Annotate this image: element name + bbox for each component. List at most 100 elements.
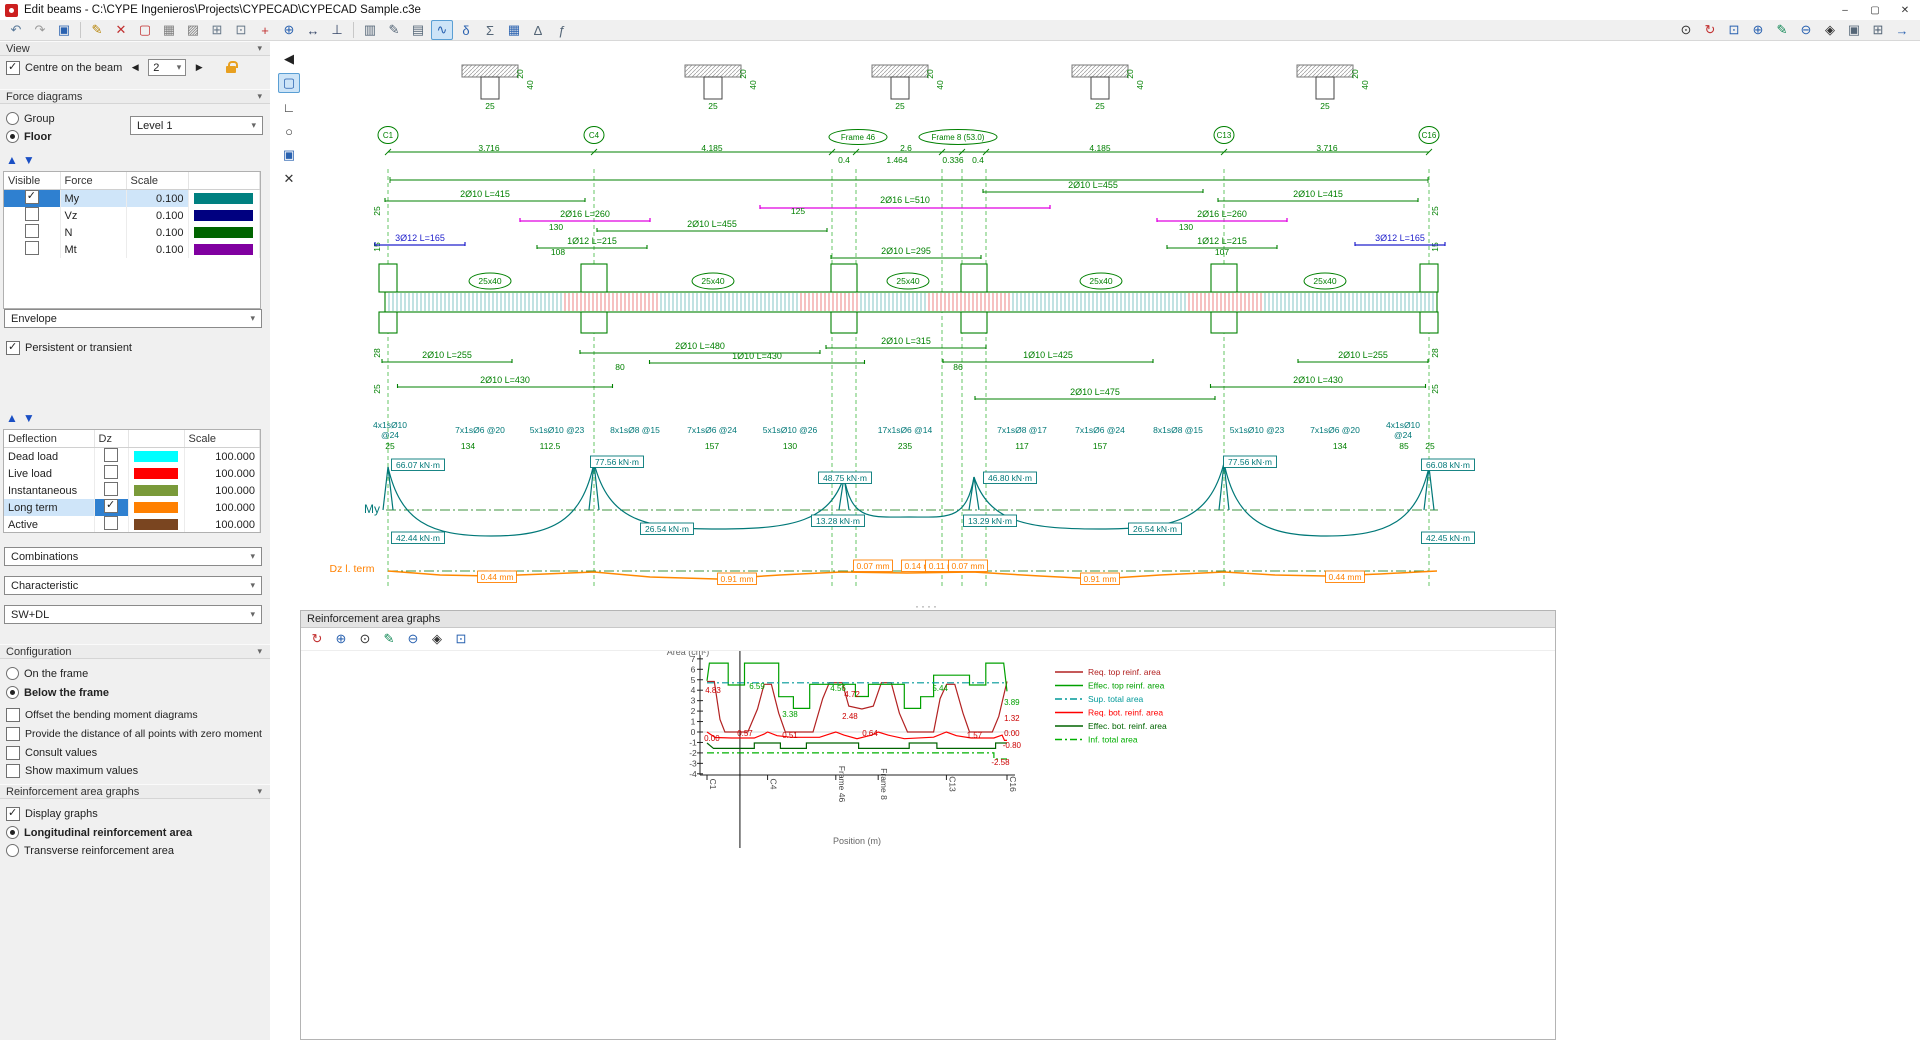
longitudinal-radio[interactable] — [6, 826, 19, 839]
deflection-scale-cell[interactable]: 100.000 — [184, 482, 260, 499]
copy-section-button[interactable]: ▦ — [162, 22, 176, 37]
chart-pan-button[interactable]: ◈ — [432, 631, 442, 646]
zero-moment-checkbox[interactable] — [6, 726, 20, 741]
node-button[interactable]: ⊡ — [235, 22, 247, 37]
graphs-button[interactable]: ▦ — [507, 22, 521, 37]
deflection-color-swatch[interactable] — [133, 519, 179, 530]
layers-button[interactable]: ▣ — [1847, 22, 1861, 37]
force-visible-cell[interactable] — [4, 189, 61, 207]
edit-section-button[interactable]: ▢ — [138, 22, 152, 37]
force-scale-cell[interactable]: 0.100 — [126, 241, 189, 258]
section-header-configuration[interactable]: Configuration ▾ — [0, 644, 270, 659]
deflection-scale-cell[interactable]: 100.000 — [184, 516, 260, 532]
force-visible-checkbox[interactable] — [24, 207, 39, 221]
section-header-view[interactable]: View ▾ — [0, 41, 270, 56]
windows-button[interactable]: ⊞ — [1872, 22, 1884, 37]
deflection-color-cell[interactable] — [128, 499, 185, 516]
deflection-scale-cell[interactable]: 100.000 — [184, 447, 260, 465]
back-button[interactable]: ◀ — [284, 51, 294, 66]
display-graphs-checkbox[interactable] — [6, 806, 20, 821]
force-color-swatch[interactable] — [194, 227, 254, 238]
dimension-button[interactable]: ↔ — [306, 22, 320, 38]
force-diagrams-button[interactable]: ∿ — [431, 20, 453, 40]
force-color-swatch[interactable] — [194, 244, 254, 255]
force-visible-cell[interactable] — [4, 207, 61, 224]
zoom-out-button[interactable]: ⊖ — [1800, 22, 1812, 37]
force-visible-checkbox[interactable] — [24, 224, 39, 238]
deflection-scale-cell[interactable]: 100.000 — [184, 499, 260, 516]
force-visible-checkbox[interactable] — [24, 190, 39, 204]
search-zoom-button[interactable]: ⊙ — [1680, 22, 1692, 37]
close-view-button[interactable]: ✕ — [283, 171, 295, 186]
splitter-handle[interactable]: ···· — [915, 599, 939, 613]
deflection-table-row[interactable]: Long term100.000 — [4, 499, 260, 516]
select-tool-button[interactable]: ▢ — [278, 73, 300, 93]
force-color-swatch[interactable] — [194, 210, 254, 221]
force-scale-cell[interactable]: 0.100 — [126, 224, 189, 241]
deflection-dz-checkbox[interactable] — [104, 482, 118, 496]
close-button[interactable]: ✕ — [1900, 4, 1910, 16]
next-beam-button[interactable]: ▶ — [195, 62, 203, 72]
persistent-checkbox[interactable] — [6, 340, 20, 355]
edit-beam-button[interactable]: ✎ — [91, 22, 103, 37]
force-color-cell[interactable] — [188, 224, 260, 241]
rotate-view-button[interactable]: ○ — [285, 123, 293, 139]
save-view-button[interactable]: ▣ — [282, 147, 296, 162]
consult-checkbox[interactable] — [6, 745, 20, 760]
chart-redraw-button[interactable]: ↻ — [311, 631, 323, 646]
section-header-reinforcement[interactable]: Reinforcement area graphs ▾ — [0, 784, 270, 799]
characteristic-select[interactable]: Characteristic ▾ — [4, 576, 262, 595]
redo-button[interactable]: ↷ — [34, 22, 46, 37]
centre-on-beam-checkbox[interactable] — [6, 60, 20, 75]
prev-beam-button[interactable]: ◀ — [131, 62, 139, 72]
beam-number-select[interactable]: 2 ▾ — [148, 59, 187, 76]
maximize-button[interactable]: ▢ — [1870, 4, 1880, 16]
zoom-window-button[interactable]: ⊡ — [1728, 22, 1740, 37]
totals-button[interactable]: Σ — [485, 22, 495, 38]
unlock-icon[interactable] — [226, 61, 239, 74]
errors-button[interactable]: ∆ — [534, 22, 542, 38]
delete-beam-button[interactable]: ✕ — [115, 22, 127, 37]
mark-button[interactable]: ✎ — [1776, 22, 1788, 37]
deflection-dz-checkbox[interactable] — [104, 499, 118, 513]
deflection-dz-checkbox[interactable] — [104, 448, 118, 462]
deflection-dz-cell[interactable] — [94, 516, 129, 532]
force-color-cell[interactable] — [188, 241, 260, 258]
show-max-checkbox[interactable] — [6, 763, 20, 778]
assign-button[interactable]: ⊕ — [283, 22, 295, 37]
force-visible-cell[interactable] — [4, 241, 61, 258]
minimize-button[interactable]: – — [1842, 4, 1848, 16]
swdl-select[interactable]: SW+DL ▾ — [4, 605, 262, 624]
deflection-dz-cell[interactable] — [94, 447, 129, 465]
deflection-color-swatch[interactable] — [133, 502, 179, 513]
deflection-dz-cell[interactable] — [94, 482, 129, 499]
deflection-dz-cell[interactable] — [94, 499, 129, 516]
deflection-color-cell[interactable] — [128, 447, 185, 465]
group-radio[interactable] — [6, 112, 19, 125]
offset-checkbox[interactable] — [6, 707, 20, 722]
exit-button[interactable]: → — [1895, 22, 1909, 38]
zoom-in-button[interactable]: ⊕ — [1752, 22, 1764, 37]
annotate-button[interactable]: ✎ — [388, 22, 400, 37]
deflection-dz-checkbox[interactable] — [104, 516, 118, 530]
section-header-force-diagrams[interactable]: Force diagrams ▾ — [0, 89, 270, 104]
deflection-scale-cell[interactable]: 100.000 — [184, 465, 260, 482]
undo-button[interactable]: ↶ — [10, 22, 22, 37]
chart-zoom-out-button[interactable]: ⊖ — [407, 631, 419, 646]
envelope-select[interactable]: Envelope ▾ — [4, 309, 262, 328]
deflection-dz-checkbox[interactable] — [104, 465, 118, 479]
text-button[interactable]: ƒ — [558, 22, 566, 38]
ortho-button[interactable]: ∟ — [282, 99, 296, 115]
below-frame-radio[interactable] — [6, 686, 19, 699]
chart-mark-button[interactable]: ✎ — [383, 631, 395, 646]
floor-radio[interactable] — [6, 130, 19, 143]
chart-zoom-button[interactable]: ⊙ — [359, 631, 371, 646]
deflection-color-cell[interactable] — [128, 516, 185, 532]
